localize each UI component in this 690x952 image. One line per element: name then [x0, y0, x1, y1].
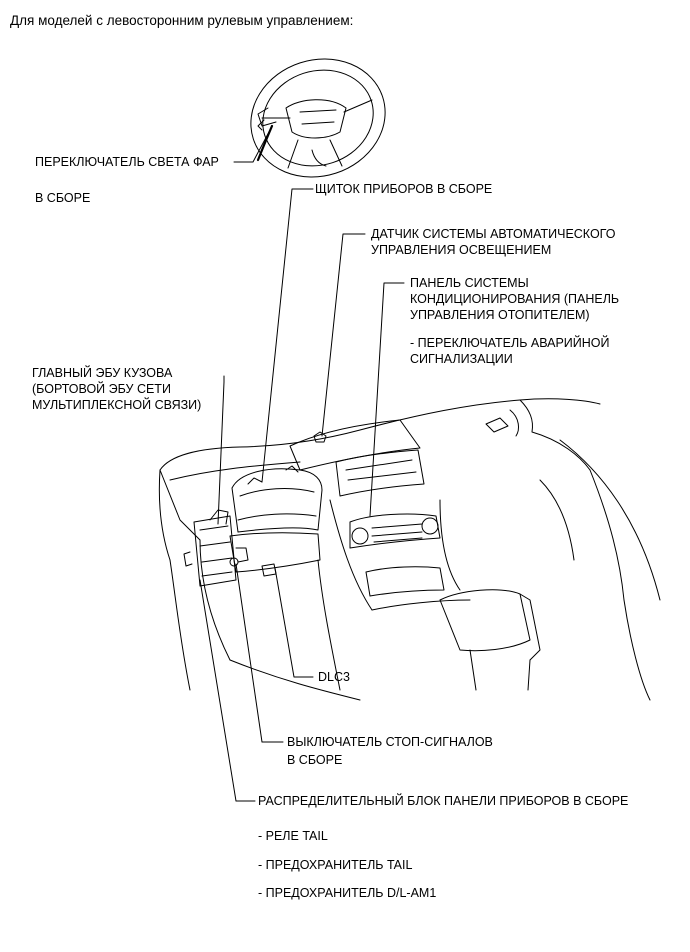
label-hazard-switch-line2: СИГНАЛИЗАЦИИ: [410, 352, 513, 366]
label-tail-fuse: - ПРЕДОХРАНИТЕЛЬ TAIL: [258, 858, 413, 872]
label-light-sensor-line1: ДАТЧИК СИСТЕМЫ АВТОМАТИЧЕСКОГО: [371, 227, 616, 241]
label-light-sensor-line2: УПРАВЛЕНИЯ ОСВЕЩЕНИЕМ: [371, 243, 552, 257]
dashboard-drawing: [158, 398, 661, 701]
label-main-body-ecu-line3: МУЛЬТИПЛЕКСНОЙ СВЯЗИ): [32, 398, 202, 412]
label-dl-am1-fuse: - ПРЕДОХРАНИТЕЛЬ D/L-AM1: [258, 886, 437, 900]
label-tail-relay: - РЕЛЕ TAIL: [258, 829, 328, 843]
label-ac-panel-line3: УПРАВЛЕНИЯ ОТОПИТЕЛЕМ): [410, 308, 590, 322]
label-main-body-ecu-line2: (БОРТОВОЙ ЭБУ СЕТИ: [32, 382, 171, 396]
leader-lines: [199, 129, 405, 802]
steering-wheel-drawing: [250, 58, 386, 178]
label-junction-block: РАСПРЕДЕЛИТЕЛЬНЫЙ БЛОК ПАНЕЛИ ПРИБОРОВ В…: [258, 794, 629, 808]
label-headlight-switch-assy: В СБОРЕ: [35, 191, 91, 205]
label-stop-light-switch-line1: ВЫКЛЮЧАТЕЛЬ СТОП-СИГНАЛОВ: [287, 735, 493, 749]
label-stop-light-switch-line2: В СБОРЕ: [287, 753, 343, 767]
label-combination-meter: ЩИТОК ПРИБОРОВ В СБОРЕ: [315, 182, 493, 196]
label-ac-panel-line1: ПАНЕЛЬ СИСТЕМЫ: [410, 276, 529, 290]
label-hazard-switch-line1: - ПЕРЕКЛЮЧАТЕЛЬ АВАРИЙНОЙ: [410, 336, 610, 350]
label-main-body-ecu-line1: ГЛАВНЫЙ ЭБУ КУЗОВА: [32, 366, 173, 380]
label-ac-panel-line2: КОНДИЦИОНИРОВАНИЯ (ПАНЕЛЬ: [410, 292, 620, 306]
label-headlight-switch: ПЕРЕКЛЮЧАТЕЛЬ СВЕТА ФАР: [35, 155, 219, 169]
label-dlc3: DLC3: [318, 670, 350, 684]
page-heading: Для моделей с левосторонним рулевым упра…: [10, 13, 354, 28]
